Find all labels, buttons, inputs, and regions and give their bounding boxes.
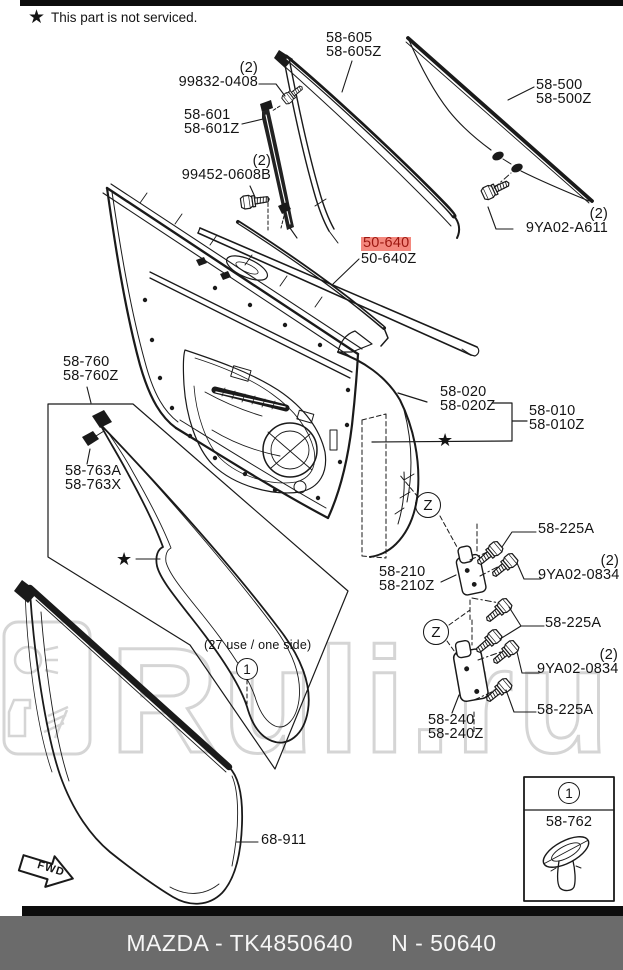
window-run-channel-drawing [236,50,461,347]
not-serviced-note: ★ This part is not serviced. [28,6,198,28]
top-rule [20,0,623,6]
footer-bar: MAZDA - TK4850640 N - 50640 [0,916,623,970]
panel-holes [142,285,351,501]
legend-circle-1: 1 [558,782,580,804]
bolt-icon [473,539,505,569]
door-inner-panel-drawing [102,183,363,520]
watermark-text: Ruli.ru [110,616,613,784]
front-channel-drawing [239,82,306,239]
star-icon: ★ [116,549,133,569]
view-marker-z: Z [415,492,441,518]
weatherstrip-box-drawing [47,386,349,770]
label-9YA02-0834[interactable]: (2)9YA02-0834 [538,553,620,583]
label-99832-0408[interactable]: (2)99832-0408 [178,60,258,90]
label-68-911[interactable]: 68-911 [261,832,307,848]
bottom-rule [22,906,623,916]
legend-box-drawing [523,776,615,902]
label-9YA02-0834[interactable]: (2)9YA02-0834 [537,647,619,677]
use-note: (27 use / one side) [204,638,312,652]
label-58-225A[interactable]: 58-225A [538,521,595,537]
footer-catalog-number: N - 50640 [391,929,497,956]
label-9YA02-A611[interactable]: (2)9YA02-A611 [525,206,608,236]
watermark: Ruli.ru [2,615,613,786]
label-58-225A[interactable]: 58-225A [537,702,594,718]
star-icon: ★ [28,6,46,28]
callout-circle-1: 1 [236,658,258,680]
star-icon: ★ [437,430,454,450]
view-marker-z: Z [423,619,449,645]
belt-molding-drawing [197,227,480,357]
label-58-762[interactable]: 58-762 [545,814,593,830]
door-glass-drawing [405,36,594,230]
screw-icon [239,191,271,211]
fwd-arrow [17,854,74,888]
opening-trim-drawing [14,580,259,905]
hinges-drawing [398,473,545,733]
label-58-225A[interactable]: 58-225A [545,615,602,631]
footer-part-number: MAZDA - TK4850640 [126,929,354,956]
label-99452-0608B[interactable]: (2)99452-0608B [181,153,271,183]
note-text: This part is not serviced. [51,10,198,25]
screw-icon [479,176,513,202]
label-50-640-highlighted[interactable]: 50-640 50-640Z [361,235,417,267]
highlight-badge[interactable]: 50-640 [361,235,412,251]
door-outer-panel-drawing [337,330,528,559]
